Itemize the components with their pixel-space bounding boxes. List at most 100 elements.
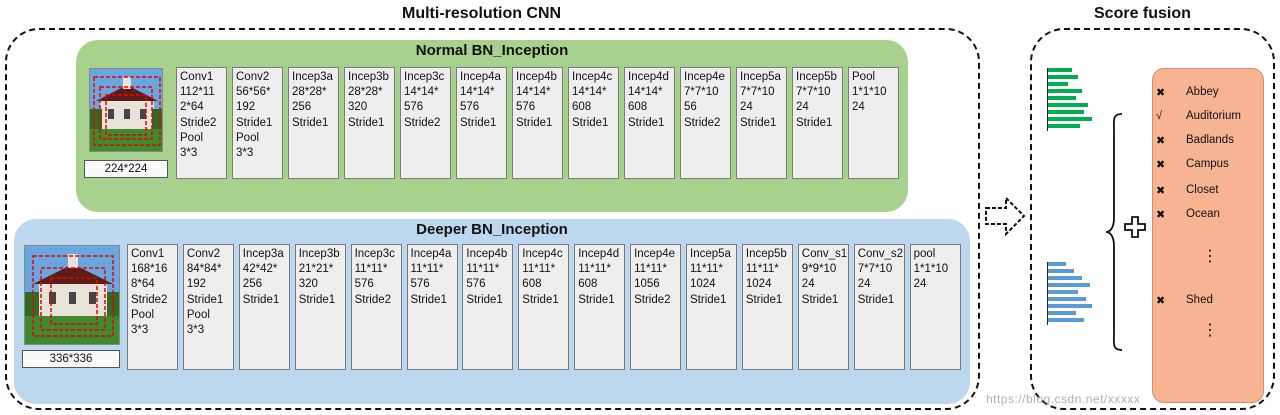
score-bar — [1048, 297, 1086, 301]
score-bar — [1048, 103, 1088, 107]
layer-detail: 24 — [852, 101, 865, 114]
layer-detail: Stride1 — [292, 116, 329, 129]
layer-detail: 3*3 — [236, 147, 254, 160]
layer-name: Incep4b — [466, 248, 508, 260]
cross-icon: ✖ — [1156, 159, 1166, 171]
score-bar — [1048, 124, 1080, 128]
category-item: ✖Shed — [1152, 294, 1264, 310]
layer-detail: Pool — [131, 308, 155, 321]
score-bar — [1048, 89, 1082, 93]
layer-detail: 1*1*10 — [852, 86, 887, 99]
layer-detail: 11*11* — [634, 263, 667, 276]
layer-detail: Stride2 — [634, 293, 671, 306]
layer-name: Pool — [852, 71, 876, 83]
layer-name: Incep3b — [348, 71, 389, 83]
layer-detail: Stride1 — [460, 116, 497, 129]
layer-detail: 56*56* — [236, 86, 271, 99]
layer-detail: 7*7*10 — [684, 86, 719, 99]
layer-detail: Stride1 — [857, 293, 895, 306]
category-label: Abbey — [1186, 86, 1219, 98]
normal-panel-title: Normal BN_Inception — [415, 42, 569, 59]
deeper-score-histogram — [1038, 262, 1118, 378]
layer-name: Incep4e — [634, 248, 676, 260]
deeper-input-image — [24, 245, 120, 345]
layer-name: Incep4e — [684, 71, 725, 83]
layer-name: Conv1 — [131, 248, 165, 260]
layer-detail: 3*3 — [180, 147, 198, 160]
category-label: Closet — [1186, 184, 1219, 196]
layer-detail: 608 — [572, 101, 592, 114]
layer-detail: Stride1 — [740, 116, 777, 129]
layer-detail: 2*64 — [180, 101, 204, 114]
layer-detail: 28*28* — [348, 86, 383, 99]
layer-name: Conv1 — [180, 71, 214, 83]
layer-name: Incep4b — [516, 71, 557, 83]
dashed-arrow-icon — [985, 196, 1026, 236]
layer-detail: Stride1 — [690, 293, 727, 306]
layer-detail: 11*11* — [410, 263, 444, 276]
score-bar — [1048, 96, 1076, 100]
layer-detail: 576 — [466, 278, 486, 291]
layer-detail: 320 — [348, 101, 368, 114]
layer-name: Conv_s1 — [801, 248, 848, 260]
layer-name: Conv_s2 — [857, 248, 904, 260]
cross-icon: ✖ — [1156, 295, 1166, 307]
layer-detail: Stride1 — [466, 293, 503, 306]
score-bar — [1048, 262, 1066, 266]
category-item: ✖Campus — [1152, 158, 1264, 174]
category-item: ⋮ — [1152, 320, 1264, 339]
layer-name: Incep3a — [242, 248, 284, 260]
layer-name: Incep5a — [690, 248, 731, 260]
layer-detail: 576 — [404, 101, 424, 114]
layer-detail: 576 — [460, 101, 480, 114]
multi-resolution-cnn-title: Multi-resolution CNN — [402, 5, 562, 22]
normal-input-image — [89, 68, 163, 152]
layer-detail: 1*1*10 — [913, 263, 949, 276]
cross-icon: ✖ — [1156, 185, 1166, 197]
layer-detail: Pool — [180, 131, 204, 144]
layer-detail: 28*28* — [292, 86, 327, 99]
layer-detail: 1024 — [690, 278, 716, 291]
layer-detail: 24 — [857, 278, 871, 291]
layer-detail: Stride2 — [354, 293, 392, 306]
layer-detail: 56 — [684, 101, 697, 114]
layer-name: Incep4a — [410, 248, 452, 260]
layer-name: Incep3c — [404, 71, 445, 83]
cross-icon: ✖ — [1156, 87, 1166, 99]
category-item: ✖Ocean — [1152, 208, 1264, 224]
layer-detail: Stride2 — [180, 116, 217, 129]
fusion-plus-icon — [1124, 216, 1146, 238]
score-bar — [1048, 290, 1078, 294]
score-bar — [1048, 75, 1078, 79]
layer-detail: 192 — [186, 278, 207, 291]
deeper-panel-title: Deeper BN_Inception — [416, 221, 568, 238]
layer-detail: Stride1 — [298, 293, 336, 306]
layer-name: Incep4c — [572, 71, 613, 83]
category-item: ✖ Abbey — [1152, 86, 1264, 102]
score-categories-panel — [1152, 68, 1264, 403]
layer-detail: 256 — [292, 101, 312, 114]
layer-detail: Stride1 — [801, 293, 839, 306]
layer-detail: Stride1 — [348, 116, 385, 129]
layer-detail: 1056 — [634, 278, 660, 291]
layer-detail: 1024 — [745, 278, 772, 291]
score-bar — [1048, 276, 1082, 280]
score-bar — [1048, 311, 1076, 315]
layer-detail: 24 — [801, 278, 815, 291]
category-item: ✖Badlands — [1152, 134, 1264, 150]
layer-name: Incep4d — [578, 248, 620, 260]
layer-name: Incep5a — [740, 71, 781, 83]
cross-icon: ✖ — [1156, 135, 1166, 147]
